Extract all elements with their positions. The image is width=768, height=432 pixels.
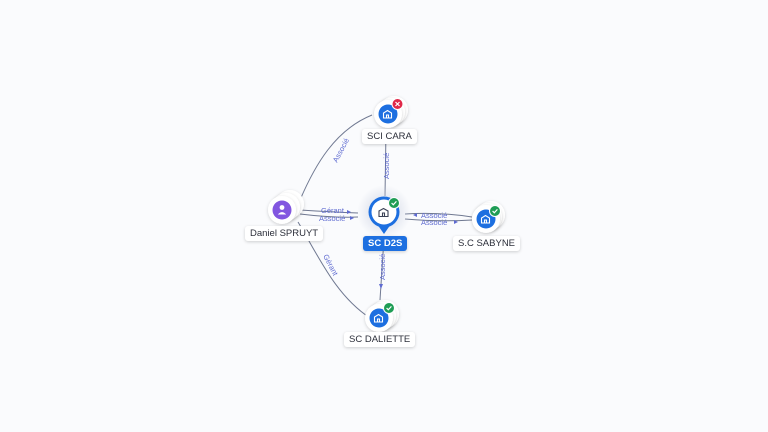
- active-check-icon: [383, 302, 395, 314]
- building-icon: [378, 207, 389, 218]
- building-icon: [382, 109, 393, 119]
- edge-label-daniel-daliette: Gérant: [321, 253, 340, 278]
- building-icon: [373, 313, 384, 323]
- node-label-sci-cara[interactable]: SCI CARA: [362, 129, 417, 144]
- edge-daniel-d2s-gerant[interactable]: [299, 209, 359, 214]
- edge-label-daniel-d2s-gerant: Gérant: [321, 206, 345, 215]
- node-sc-daliette[interactable]: [365, 300, 399, 332]
- active-check-icon: [388, 197, 400, 209]
- active-check-icon: [489, 205, 501, 217]
- node-sc-d2s[interactable]: [357, 185, 411, 239]
- edge-daniel-cara[interactable]: [299, 114, 373, 201]
- edge-sabyne-d2s-2[interactable]: [404, 218, 473, 222]
- edge-label-d2s-daliette: Associé: [378, 254, 387, 280]
- person-icon: [277, 205, 287, 215]
- node-sci-cara[interactable]: [374, 96, 408, 128]
- node-label-sc-d2s[interactable]: SC D2S: [363, 236, 408, 251]
- edge-daniel-d2s-associe[interactable]: [299, 213, 359, 218]
- edge-label-d2s-cara: Associé: [382, 153, 391, 179]
- edge-sabyne-d2s-1[interactable]: [404, 212, 473, 218]
- node-label-daniel-spruyt[interactable]: Daniel SPRUYT: [245, 226, 324, 241]
- node-sc-sabyne[interactable]: [472, 201, 505, 233]
- node-label-sc-sabyne[interactable]: S.C SABYNE: [453, 236, 521, 251]
- edge-label-sabyne-d2s-2: Associé: [421, 218, 447, 227]
- closed-x-icon: [391, 98, 404, 110]
- edge-label-daniel-d2s-associe: Associé: [319, 214, 345, 223]
- edge-label-sabyne-d2s-1: Associé: [421, 211, 447, 220]
- node-daniel-spruyt[interactable]: [268, 190, 304, 224]
- node-label-sc-daliette[interactable]: SC DALIETTE: [344, 332, 416, 347]
- edge-label-daniel-cara: Associé: [331, 137, 351, 164]
- building-icon: [480, 214, 491, 224]
